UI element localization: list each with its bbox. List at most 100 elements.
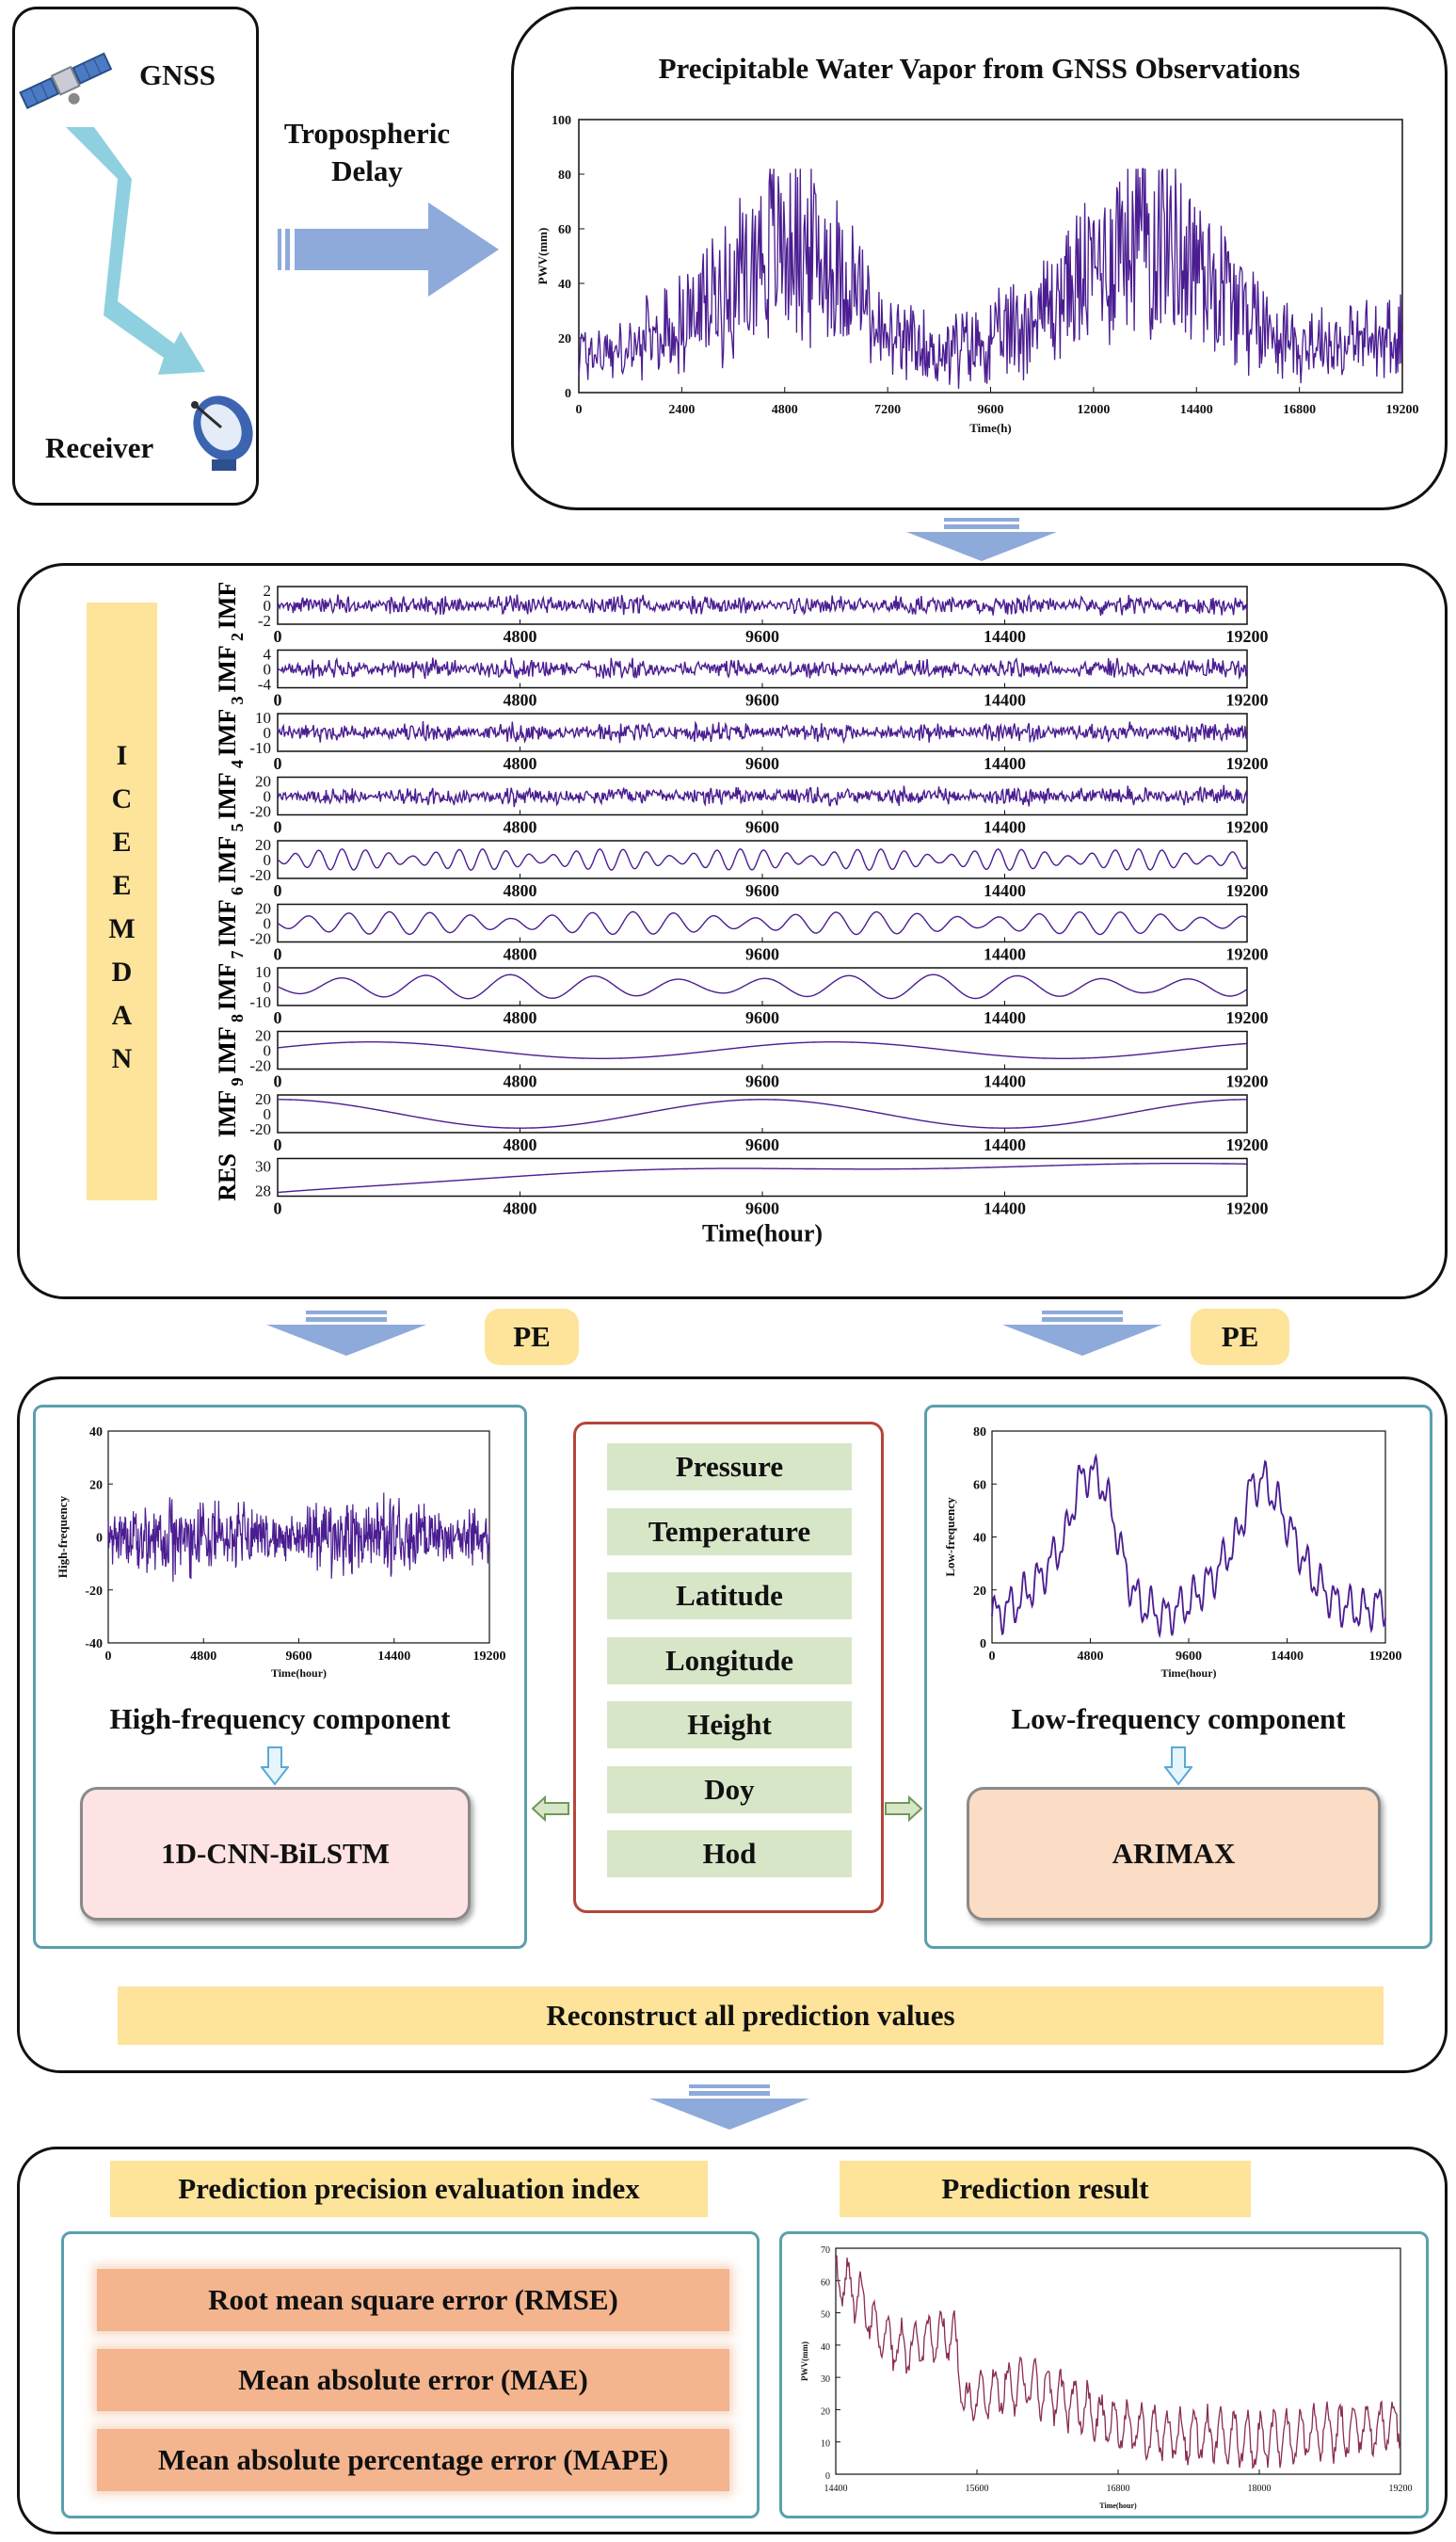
imf-label-sub: 4 (228, 760, 247, 768)
imf-y-tick-label: 20 (255, 1090, 271, 1108)
arrow-features-to-high (532, 1795, 569, 1822)
imf-y-tick-label: -10 (249, 739, 271, 757)
iceemdan-letter: D (111, 957, 133, 988)
imf-series-line (278, 1099, 1247, 1129)
y-tick-label: -40 (85, 1637, 103, 1651)
imf-x-tick-label: 0 (274, 1135, 282, 1154)
imf-x-tick-label: 19200 (1226, 1135, 1269, 1154)
iceemdan-letter: N (111, 1043, 133, 1074)
imf-series-line (277, 1041, 1247, 1059)
imf-series-line (277, 720, 1248, 745)
x-tick-label: 0 (989, 1649, 996, 1664)
feature-item: Height (607, 1701, 852, 1748)
iceemdan-letter: E (112, 870, 132, 901)
iceemdan-letter: E (112, 827, 132, 858)
delay-line-1: Tropospheric (283, 117, 451, 150)
delay-line-2: Delay (331, 154, 403, 187)
pwv-title: Precipitable Water Vapor from GNSS Obser… (658, 52, 1301, 85)
imf-x-tick-label: 0 (274, 1199, 282, 1218)
high-frequency-box (33, 1405, 527, 1949)
down-arrow-low (1164, 1746, 1192, 1786)
features-box (573, 1422, 884, 1913)
imf-label-text: IMF (214, 836, 241, 884)
imf-y-tick-label: 4 (264, 646, 272, 664)
imf-label-text: IMF (214, 772, 241, 820)
imf-x-tick-label: 19200 (1226, 881, 1269, 900)
receiver-label: Receiver (45, 431, 154, 464)
imf-x-tick-label: 19200 (1226, 754, 1269, 773)
imf-y-tick-label: 0 (264, 597, 272, 615)
metric-item: Mean absolute error (MAE) (97, 2349, 729, 2411)
x-tick-label: 18000 (1248, 2484, 1272, 2494)
imf-y-tick-label: 0 (264, 788, 272, 806)
imf-x-tick-label: 4800 (504, 691, 537, 710)
y-tick-label: 80 (558, 169, 571, 183)
imf-panel-frame (277, 1030, 1248, 1070)
imf-x-tick-label: 19200 (1226, 1008, 1269, 1027)
imf-x-tick-label: 4800 (504, 1199, 537, 1218)
imf-label-text: IMF (214, 899, 241, 947)
y-tick-label: 40 (558, 278, 571, 292)
imf-label-sub: 3 (228, 697, 247, 705)
high-frequency-series-line (107, 1492, 490, 1583)
imf-y-tick-label: -20 (249, 1057, 271, 1075)
x-tick-label: 4800 (190, 1649, 216, 1664)
x-tick-label: 14400 (824, 2484, 848, 2494)
y-tick-label: -20 (85, 1585, 103, 1599)
imf-x-tick-label: 0 (274, 1072, 282, 1091)
signal-path-arrow (66, 127, 205, 375)
iceemdan-letter: M (108, 913, 136, 944)
x-tick-label: 19200 (1369, 1649, 1402, 1664)
y-tick-label: 30 (821, 2374, 830, 2385)
imf-panel-label: IMF1 (214, 582, 241, 630)
reconstruct-bar: Reconstruct all prediction values (118, 1987, 1384, 2045)
x-axis-label: Time(hour) (1099, 2502, 1137, 2510)
y-tick-label: 0 (565, 387, 571, 401)
imf-x-tick-label: 0 (274, 945, 282, 964)
imf-x-tick-label: 9600 (745, 691, 779, 710)
imf-y-tick-label: -20 (249, 803, 271, 821)
imf-panel-frame (277, 840, 1248, 879)
imf-series-line (277, 656, 1248, 681)
metrics-box (61, 2231, 760, 2518)
imf-x-tick-label: 14400 (984, 945, 1026, 964)
imf-panel-label: IMF 6 (214, 887, 247, 947)
imf-x-tick-label: 9600 (745, 754, 779, 773)
imf-series-line (277, 848, 1248, 871)
imf-x-tick-label: 14400 (984, 754, 1026, 773)
feature-item: Temperature (607, 1507, 852, 1555)
imf-x-tick-label: 4800 (504, 881, 537, 900)
imf-label-sub: 6 (228, 887, 247, 895)
imf-x-tick-label: 0 (274, 691, 282, 710)
imf-y-tick-label: 0 (264, 1105, 272, 1123)
imf-x-tick-label: 4800 (504, 754, 537, 773)
high-model-box: 1D-CNN-BiLSTM (80, 1787, 471, 1921)
feature-item: Latitude (607, 1572, 852, 1619)
y-tick-label: 60 (558, 223, 571, 237)
receiver-icon (191, 395, 253, 471)
x-tick-label: 4800 (1078, 1649, 1104, 1664)
satellite-icon (19, 52, 113, 110)
x-tick-label: 19200 (1386, 403, 1419, 417)
down-arrow-final (649, 2084, 809, 2130)
imf-x-tick-label: 9600 (745, 627, 779, 646)
imf-y-tick-label: 30 (255, 1158, 271, 1176)
imf-label-sub: 2 (228, 633, 247, 641)
imf-x-tick-label: 4800 (504, 1135, 537, 1154)
x-axis-label: Time(h) (969, 421, 1012, 435)
imf-y-tick-label: -20 (249, 1120, 271, 1138)
x-tick-label: 14400 (1180, 403, 1213, 417)
down-arrow-high (261, 1746, 289, 1786)
imf-label-text: IMF (214, 1090, 241, 1138)
x-axis-label: Time(hour) (1160, 1666, 1216, 1680)
feature-item: Hod (607, 1830, 852, 1877)
imf-x-tick-label: 19200 (1226, 818, 1269, 837)
down-arrow-pe-right (1002, 1311, 1162, 1356)
imf-y-tick-label: 20 (255, 1027, 271, 1045)
imf-y-tick-label: -20 (249, 930, 271, 948)
pwv-panel (511, 7, 1448, 510)
